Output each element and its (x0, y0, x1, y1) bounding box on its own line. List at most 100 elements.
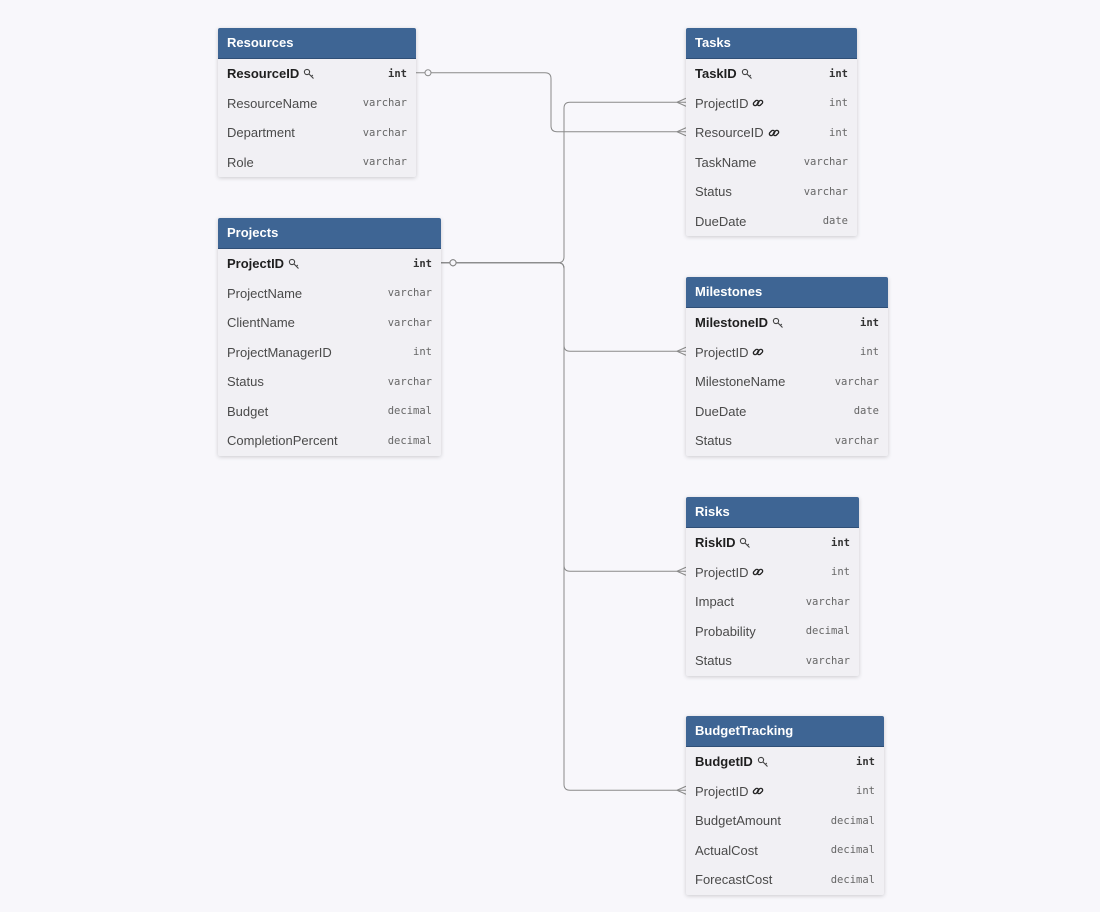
field-name-group: Role (227, 155, 254, 170)
field-row[interactable]: ActualCost decimal (686, 836, 884, 866)
field-row[interactable]: TaskID int (686, 59, 857, 89)
field-name-group: ProjectName (227, 286, 302, 301)
field-name: Impact (695, 594, 735, 610)
field-name: Status (695, 433, 732, 449)
field-name: ResourceID (695, 125, 764, 141)
relationship-projects-tasks[interactable] (441, 97, 687, 267)
field-name-group: Status (695, 653, 732, 668)
field-name-group: ResourceID (695, 125, 780, 140)
field-name-group: ProjectID (695, 784, 764, 799)
field-name: Status (227, 374, 264, 390)
field-name-group: ClientName (227, 315, 295, 330)
field-row[interactable]: Status varchar (686, 646, 859, 676)
field-row[interactable]: Budget decimal (218, 397, 441, 427)
field-row[interactable]: ForecastCost decimal (686, 865, 884, 895)
field-row[interactable]: MilestoneName varchar (686, 367, 888, 397)
field-type: decimal (830, 814, 875, 827)
field-type: varchar (834, 375, 879, 388)
field-name: Department (227, 125, 295, 141)
link-icon (752, 97, 764, 109)
field-type: date (853, 405, 879, 418)
field-name: ActualCost (695, 842, 758, 858)
field-type: varchar (387, 287, 432, 300)
relationship-projects-risks[interactable] (441, 259, 687, 576)
field-name: CompletionPercent (227, 433, 338, 449)
field-name: MilestoneName (695, 374, 786, 390)
field-name: Probability (695, 623, 756, 639)
field-row[interactable]: DueDate date (686, 397, 888, 427)
relationship-resources-tasks[interactable] (416, 69, 687, 137)
key-icon (303, 68, 315, 80)
field-name: TaskName (695, 154, 757, 170)
field-row[interactable]: ProjectID int (686, 777, 884, 807)
field-type: varchar (805, 654, 850, 667)
field-name-group: BudgetAmount (695, 813, 781, 828)
key-icon (772, 317, 784, 329)
field-type: int (856, 785, 875, 798)
field-name: ProjectID (695, 344, 749, 360)
field-name-group: ProjectID (695, 345, 764, 360)
field-name-group: Budget (227, 404, 268, 419)
field-name-group: ProjectManagerID (227, 345, 332, 360)
field-name-group: Status (695, 184, 732, 199)
field-row[interactable]: CompletionPercent decimal (218, 426, 441, 456)
field-row[interactable]: ProjectName varchar (218, 279, 441, 309)
field-row[interactable]: Department varchar (218, 118, 416, 148)
field-name-group: ResourceID (227, 66, 315, 81)
field-type: int (829, 97, 848, 110)
field-row[interactable]: BudgetAmount decimal (686, 806, 884, 836)
field-type: decimal (387, 405, 432, 418)
field-name: ProjectName (227, 285, 303, 301)
field-name-group: DueDate (695, 404, 746, 419)
field-name: Status (695, 184, 732, 200)
field-name-group: Department (227, 125, 295, 140)
field-name-group: MilestoneID (695, 315, 784, 330)
field-type: int (829, 67, 848, 80)
relationship-projects-milestones[interactable] (441, 259, 687, 356)
field-name-group: ActualCost (695, 843, 758, 858)
field-name: ClientName (227, 315, 295, 331)
field-row[interactable]: ProjectID int (686, 89, 857, 119)
field-name: BudgetAmount (695, 813, 782, 829)
table-header: Risks (686, 497, 859, 528)
field-name: Role (227, 154, 254, 170)
field-name-group: TaskID (695, 66, 753, 81)
field-type: varchar (362, 126, 407, 139)
field-type: decimal (830, 873, 875, 886)
field-name: ProjectID (695, 783, 749, 799)
field-type: decimal (830, 844, 875, 857)
field-name-group: ForecastCost (695, 872, 772, 887)
field-type: int (831, 566, 850, 579)
key-icon (741, 68, 753, 80)
relationship-projects-budgettracking[interactable] (441, 259, 687, 795)
field-type: decimal (387, 434, 432, 447)
field-name: ResourceID (227, 66, 300, 82)
field-name: ProjectID (695, 95, 749, 111)
